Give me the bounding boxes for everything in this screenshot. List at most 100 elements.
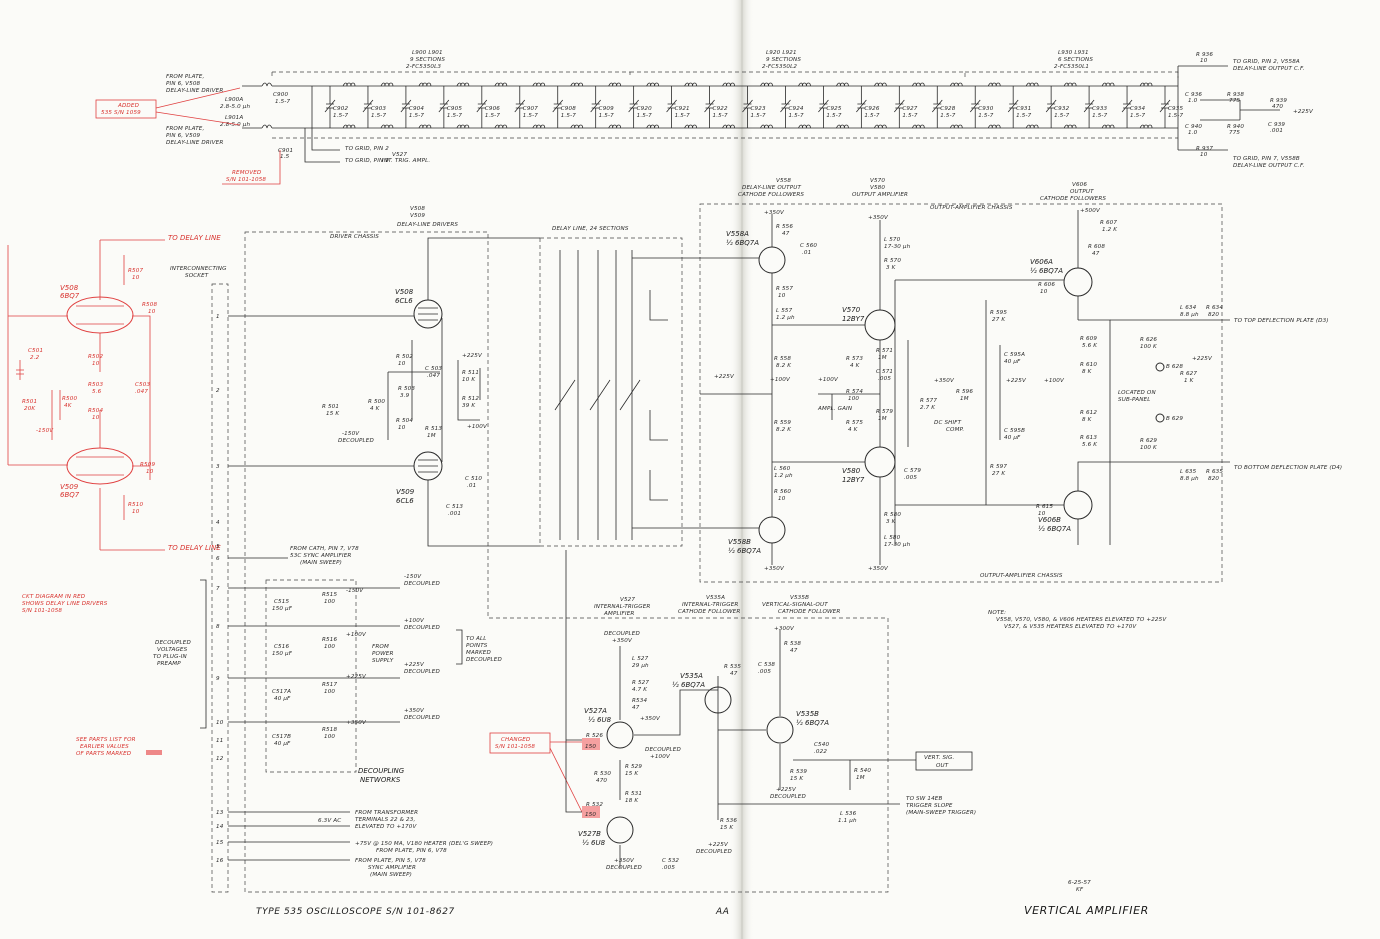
c936-label: C 936: [1185, 92, 1202, 98]
l900a-value: 2.8-5.0 µh: [220, 104, 250, 110]
c595b-label: C 595B: [1004, 428, 1025, 434]
dec-voltages-4: PREAMP: [157, 661, 181, 667]
r503-label: R503: [88, 382, 103, 388]
v606b-type: ½ 6BQ7A: [1038, 525, 1071, 533]
capacitor-label: C924: [788, 106, 803, 112]
socket-pin-number: 5: [216, 544, 220, 550]
capacitor-value: 1.5-7: [599, 113, 615, 119]
r507-label: R507: [128, 268, 143, 274]
capacitor-value: 1.5-7: [1168, 113, 1184, 119]
capacitor-value: 1.5-7: [978, 113, 994, 119]
note-line-2: V527, & V535 HEATERS ELEVATED TO +170V: [1004, 624, 1137, 630]
socket-pin-number: 14: [216, 824, 224, 830]
r526-label: R 526: [586, 733, 603, 739]
r511-value: 10 K: [462, 377, 476, 383]
v535a-tube-type: ½ 6BQ7A: [672, 681, 705, 689]
heater-2: FROM PLATE, PIN 6, V78: [376, 848, 447, 854]
r609-value: 5.6 K: [1082, 343, 1098, 349]
r627-value: 1 K: [1184, 378, 1195, 384]
v606a-label: V606A: [1030, 258, 1053, 266]
r570-value: 3 K: [886, 265, 897, 271]
r612-label: R 612: [1080, 410, 1097, 416]
red-annotations: ADDED 535 S/N 1059 REMOVED S/N 101-1058 …: [7, 87, 600, 818]
c900-label: C900: [273, 92, 288, 98]
v527a-tube: [606, 721, 634, 749]
r504-label: R504: [88, 408, 103, 414]
from-cath-3: (MAIN SWEEP): [300, 560, 342, 566]
capacitor-label: C905: [447, 106, 462, 112]
to-all-2: POINTS: [466, 643, 488, 649]
r529-label: R 529: [625, 764, 642, 770]
c517a-value: 40 µF: [274, 696, 291, 702]
v558b-label: V558B: [728, 538, 751, 546]
capacitor-label: C921: [675, 106, 690, 112]
v508-red-tube: [66, 296, 134, 334]
v509-label: V509: [396, 488, 415, 496]
r516-value: 100: [324, 644, 335, 650]
v527-note-1: V527: [392, 152, 407, 158]
r538-label: R 538: [784, 641, 801, 647]
v535a-tube: [704, 686, 732, 714]
changed-note-1: CHANGED: [501, 737, 531, 743]
output-chassis-top: OUTPUT-AMPLIFIER CHASSIS: [930, 205, 1013, 211]
c939-value: .001: [1270, 128, 1283, 134]
changed-note-2: S/N 101-1058: [495, 744, 535, 750]
capacitor-value: 1.5-7: [371, 113, 387, 119]
capacitor-label: C934: [1130, 106, 1145, 112]
c532-value: .005: [662, 865, 675, 871]
drivers-label: DELAY-LINE DRIVERS: [397, 222, 458, 228]
r503-value: 3.9: [400, 393, 410, 399]
c513-label: C 513: [446, 504, 463, 510]
v558-title-2: DELAY-LINE OUTPUT: [742, 185, 801, 191]
capacitor-label: C932: [1054, 106, 1069, 112]
interconnecting-1: INTERCONNECTING: [170, 266, 227, 272]
section3-count: 6 SECTIONS: [1058, 57, 1093, 63]
v100-dec: +100V: [346, 632, 367, 638]
footer-scope: TYPE 535 OSCILLOSCOPE: [256, 907, 382, 917]
r510-label: R510: [128, 502, 143, 508]
v527b-label: V527B: [578, 830, 601, 838]
capacitor-value: 1.5-7: [1092, 113, 1108, 119]
section3-name: L930 L931: [1058, 50, 1089, 56]
v558a-label: V558A: [726, 230, 749, 238]
l635-label: L 635: [1180, 469, 1197, 475]
v527-title-3: AMPLIFIER: [603, 611, 634, 617]
plus225-top: +225V: [1293, 109, 1314, 115]
from-transformer-3: ELEVATED TO +170V: [355, 824, 417, 830]
v225-606: +225V: [1192, 356, 1213, 362]
r558-value: 8.2 K: [776, 363, 792, 369]
l900a-label: L900A: [225, 97, 243, 103]
to-grid-upper-1: TO GRID, PIN 2, V558A: [1233, 59, 1300, 65]
r615-value: 10: [1038, 511, 1046, 517]
capacitor-label: C908: [561, 106, 576, 112]
r559-label: R 559: [774, 420, 791, 426]
ampl-gain: AMPL. GAIN: [817, 406, 853, 412]
r571-value: 1M: [878, 355, 887, 361]
v570-type: 12BY7: [842, 315, 865, 323]
v580-tube: [864, 446, 896, 478]
from-plate-upper-2: PIN 6, V508: [166, 81, 201, 87]
r635-value: 820: [1208, 476, 1219, 482]
r629-value: 100 K: [1140, 445, 1158, 451]
v350-580: +350V: [868, 566, 889, 572]
b629: B 629: [1166, 416, 1183, 422]
v527b-type: ½ 6U8: [582, 839, 606, 847]
c513-value: .001: [448, 511, 461, 517]
footer-date: 6-25-57: [1068, 880, 1091, 886]
v350-570: +350V: [868, 215, 889, 221]
r570-label: R 570: [884, 258, 901, 264]
r571-label: R 571: [876, 348, 893, 354]
c503-red-value: .047: [135, 389, 148, 395]
r936-label: R 936: [1196, 52, 1213, 58]
r504-label: R 504: [396, 418, 413, 424]
output-amplifier: OUTPUT-AMPLIFIER CHASSIS OUTPUT-AMPLIFIE…: [682, 178, 1342, 583]
c560-label: C 560: [800, 243, 817, 249]
capacitor-value: 1.5-7: [409, 113, 425, 119]
dec-225-1: +225V: [404, 662, 425, 668]
